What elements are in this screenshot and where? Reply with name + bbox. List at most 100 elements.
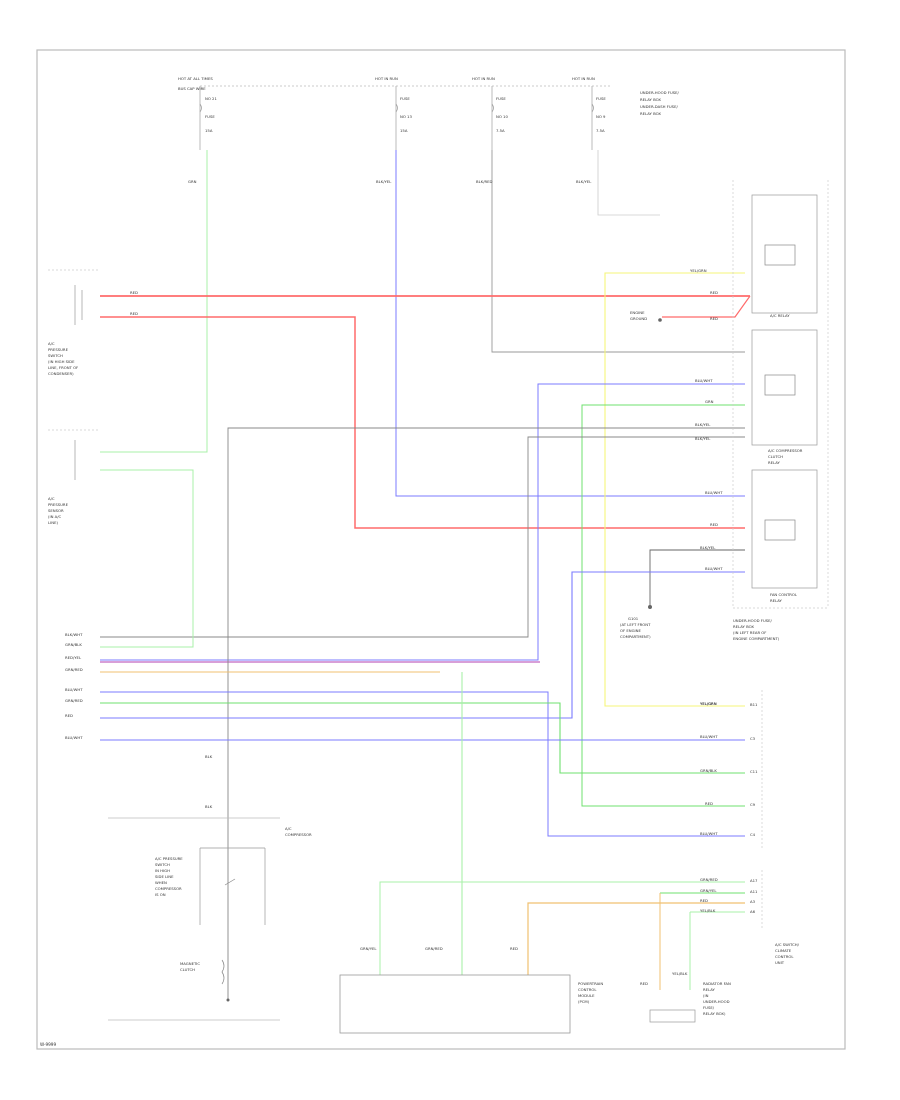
wire-label-blu-out: BLU/WHT	[705, 566, 723, 571]
svg-text:(IN HIGH SIDE: (IN HIGH SIDE	[48, 359, 75, 364]
svg-text:NO 10: NO 10	[496, 114, 508, 119]
svg-text:G101: G101	[628, 616, 639, 621]
engine-ground: ENGINE GROUND	[630, 310, 662, 322]
compressor-section: A/C COMPRESSOR A/C PRESSURE SWITCH IN HI…	[108, 754, 312, 1021]
wire-blu-wht-relay2	[100, 383, 745, 661]
svg-text:RADIATOR FAN: RADIATOR FAN	[703, 981, 731, 986]
wire-fuse4	[597, 150, 660, 216]
pcm-box: POWERTRAIN CONTROL MODULE (PCM) GRN/YEL …	[339, 946, 603, 1034]
svg-text:OF ENGINE: OF ENGINE	[620, 628, 642, 633]
svg-text:A/C SWITCH/: A/C SWITCH/	[775, 942, 800, 947]
pin-4: C9	[750, 802, 756, 807]
svg-text:(IN A/C: (IN A/C	[48, 514, 62, 519]
svg-text:CONTROL: CONTROL	[578, 987, 597, 992]
wire-label-blk-2: BLK/YEL	[695, 436, 711, 441]
svg-text:RELAY BOX: RELAY BOX	[733, 624, 754, 629]
lower-pin-3: A3	[750, 899, 756, 904]
wire-grn-fuse1	[100, 150, 208, 453]
left-connector-labels: BLK/WHT GRN/BLK RED/YEL GRN/RED BLU/WHT …	[65, 632, 83, 740]
svg-text:RED: RED	[640, 981, 648, 986]
svg-text:HOT IN RUN: HOT IN RUN	[572, 76, 595, 81]
svg-text:RED: RED	[65, 713, 73, 718]
ecm-connector: B11 C3 C11 C9 C4 A17 A11 A3 A6 YEL/GRN G…	[700, 690, 763, 930]
svg-text:RELAY BOX): RELAY BOX)	[703, 1011, 726, 1016]
svg-text:YEL/BLK: YEL/BLK	[672, 971, 688, 976]
fuse-header-1: HOT AT ALL TIMES BUS CAP WIRE NO 21 FUSE…	[178, 76, 217, 133]
svg-text:COMPARTMENT): COMPARTMENT)	[620, 634, 651, 639]
svg-text:LINE): LINE)	[48, 520, 58, 525]
svg-text:HOT IN RUN: HOT IN RUN	[472, 76, 495, 81]
wire-label-red-1: RED	[130, 290, 138, 295]
svg-text:FUSE: FUSE	[400, 96, 410, 101]
svg-text:UNDER-HOOD FUSE/: UNDER-HOOD FUSE/	[733, 618, 773, 623]
svg-text:FUSE: FUSE	[496, 96, 506, 101]
svg-text:NO 9: NO 9	[596, 114, 606, 119]
wire-label-grn-1: GRN	[188, 179, 197, 184]
svg-text:UNDER-HOOD FUSE/: UNDER-HOOD FUSE/	[640, 90, 680, 95]
fuse-bus	[199, 85, 610, 150]
relay-label-1: A/C RELAY	[770, 313, 790, 318]
wire-label-blk-1: BLK/YEL	[695, 422, 711, 427]
svg-text:RED/YEL: RED/YEL	[65, 655, 82, 660]
wire-label-blu-relay3: BLU/WHT	[705, 490, 723, 495]
wire-label-red-2: RED	[130, 311, 138, 316]
svg-text:RELAY BOX: RELAY BOX	[640, 111, 661, 116]
wire-yel-grn	[604, 272, 745, 707]
relay-box: A/C RELAY A/C COMPRESSOR CLUTCH RELAY FA…	[732, 180, 829, 641]
wire-grn-relay2	[581, 404, 745, 807]
svg-text:RED: RED	[510, 946, 518, 951]
lower-label-3: RED	[700, 898, 708, 903]
relay-coils	[764, 244, 796, 541]
svg-text:IN HIGH: IN HIGH	[155, 868, 170, 873]
svg-text:HOT AT ALL TIMES: HOT AT ALL TIMES	[178, 76, 213, 81]
svg-text:UNIT: UNIT	[775, 960, 785, 965]
wire-grn-lower-1	[100, 702, 745, 774]
svg-text:POWERTRAIN: POWERTRAIN	[578, 981, 603, 986]
pin-5: C4	[750, 832, 756, 837]
diagram-border	[36, 49, 846, 1050]
wire-red-2	[100, 316, 745, 529]
climate-control-label: A/C SWITCH/ CLIMATE CONTROL UNIT	[775, 942, 800, 965]
pressure-switch: A/C PRESSURE SWITCH (IN HIGH SIDE LINE, …	[48, 269, 100, 376]
lower-pin-4: A6	[750, 909, 756, 914]
svg-text:UNDER-HOOD: UNDER-HOOD	[703, 999, 730, 1004]
svg-text:ENGINE: ENGINE	[630, 310, 645, 315]
pin-label-1: YEL/GRN	[700, 701, 717, 706]
wire-lower-right-1	[379, 881, 745, 975]
svg-text:NO 13: NO 13	[400, 114, 412, 119]
wire-blu-lower-1	[100, 691, 745, 837]
wire-label-fuse2: BLK/YEL	[376, 179, 392, 184]
pressure-sensor: A/C PRESSURE SENSOR (IN A/C LINE)	[48, 429, 100, 525]
wire-label-grn-relay2: GRN	[705, 399, 714, 404]
fuse-symbols	[199, 103, 594, 113]
svg-text:7.5A: 7.5A	[496, 128, 505, 133]
svg-text:SENSOR: SENSOR	[48, 508, 64, 513]
svg-text:SWITCH: SWITCH	[155, 862, 170, 867]
svg-text:SIDE LINE: SIDE LINE	[155, 874, 174, 879]
svg-text:GRN/RED: GRN/RED	[425, 946, 443, 951]
relay-label-2b: CLUTCH	[768, 454, 783, 459]
lower-pin-2: A11	[750, 889, 758, 894]
relay-label-3a: FAN CONTROL	[770, 592, 798, 597]
svg-text:COMPRESSOR: COMPRESSOR	[285, 832, 312, 837]
svg-text:CLIMATE: CLIMATE	[775, 948, 792, 953]
lower-label-1: GRN/RED	[700, 877, 718, 882]
svg-text:MODULE: MODULE	[578, 993, 595, 998]
svg-text:PRESSURE: PRESSURE	[48, 347, 69, 352]
pin-label-2: BLU/WHT	[700, 734, 718, 739]
svg-text:HOT IN RUN: HOT IN RUN	[375, 76, 398, 81]
wire-blu-wht-fuse2	[395, 150, 745, 497]
wire-blk-wht-1	[227, 427, 745, 1000]
fan-relay-block: RADIATOR FAN RELAY (IN UNDER-HOOD FUSE/ …	[640, 971, 731, 1023]
wire-label-red-4: RED	[710, 316, 718, 321]
svg-text:CONDENSER): CONDENSER)	[48, 371, 74, 376]
wire-label-blk-ground: BLK/YEL	[700, 545, 716, 550]
relay-label-3b: RELAY	[770, 598, 783, 603]
svg-text:BLK: BLK	[205, 754, 213, 759]
ground-g101: G101 (AT LEFT FRONT OF ENGINE COMPARTMEN…	[620, 605, 652, 639]
svg-text:BLK: BLK	[205, 804, 213, 809]
svg-text:COMPRESSOR: COMPRESSOR	[155, 886, 182, 891]
svg-text:FUSE/: FUSE/	[703, 1005, 715, 1010]
fuse-box-label: UNDER-HOOD FUSE/ RELAY BOX UNDER-DASH FU…	[640, 90, 680, 116]
